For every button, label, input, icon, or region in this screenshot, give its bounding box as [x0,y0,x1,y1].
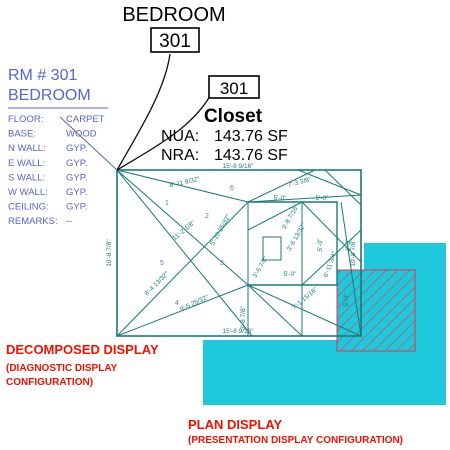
closet-tag-nra-label: NRA: [161,147,199,164]
triangle-number: 6 [230,185,234,192]
decomposed-display [116,169,362,337]
top-tag-number-box [150,27,200,53]
triangle-edge [247,169,316,203]
top-tag-room-name: BEDROOM [122,4,225,26]
triangle-edge [116,201,249,337]
decomposed-display-subtitle-2: CONFIGURATION) [6,377,93,388]
schedule-title-line2: BEDROOM [8,87,91,104]
schedule-row-value: GYP. [66,172,87,183]
dimension-label: 8'-11 9/32" [169,176,201,189]
closet-tag-room-name: Closet [204,106,263,127]
dimension-label: 15'-8 9/16" [222,328,254,335]
closet-inner-outline [262,236,282,261]
closet-tag-nua-label: NUA: [161,128,199,145]
triangle-number: 5 [160,260,164,267]
schedule-title-line1: RM # 301 [8,67,77,84]
closet-tag-nra-value: 143.76 SF [214,147,288,164]
schedule-row-value: -- [66,216,72,227]
closet-box [248,201,338,286]
closet-hatch-area [336,269,416,352]
triangle-edge [247,284,362,337]
triangle-number: 4 [175,300,179,307]
top-tag-leader [116,53,171,171]
top-tag-room-number: 301 [159,31,191,52]
schedule-row-value: WOOD [66,129,97,140]
decomposed-display-subtitle-1: (DIAGNOSTIC DISPLAY [6,363,118,374]
dimension-label: 5'-0" [343,293,350,307]
triangle-edge [116,169,253,337]
schedule-leader [59,116,118,171]
dimension-label: 7'-1 15/16" [291,286,320,312]
dimension-label: 10'-8 7/8" [106,239,113,267]
room-schedule: RM # 301 BEDROOM FLOOR: CARPET BASE: WOOD N … [8,67,108,227]
triangle-edge [301,201,362,263]
dimension-label: 8'-4 13/32" [143,270,170,297]
schedule-row-label: REMARKS: [8,216,58,227]
triangle-edge [247,284,303,337]
dimension-label: 10'-8 7/8" [350,239,357,267]
schedule-row-label: W WALL: [8,187,48,198]
dimension-label: 15'-8 9/16" [222,163,254,170]
dimension-label: 9'-5 25/32" [179,294,211,314]
triangle-number: 3 [220,260,224,267]
dimension-label: 7'-3 3/8" [287,176,312,189]
decomposed-display-title: DECOMPOSED DISPLAY [6,342,159,357]
closet-tag-leader [116,95,211,171]
triangle-edge [301,229,362,286]
decomposed-outline [116,169,362,337]
dimension-label: 11'-2 1/8" [171,219,197,242]
schedule-row-label: FLOOR: [8,114,43,125]
dimension-label: 5'-0" [317,238,324,252]
dimension-label: 3'-8 7/8" [240,305,247,329]
triangle-edge [340,201,362,337]
dimension-label: 5'-0" [284,271,298,278]
dimension-label: 5'-10 25/32" [209,213,233,247]
schedule-row-value: GYP. [66,143,87,154]
closet-tag-number-box [208,75,260,99]
schedule-row-label: N WALL: [8,143,46,154]
schedule-row-value: GYP. [66,202,87,213]
schedule-row-label: S WALL: [8,172,45,183]
triangle-edge [297,169,362,196]
closet-tag-room-number: 301 [220,79,248,98]
triangle-edge [116,169,249,203]
schedule-row-label: E WALL: [8,158,45,169]
schedule-row-value: GYP. [66,187,87,198]
dimension-label: 5'-0" [316,195,330,202]
schedule-row-value: GYP. [66,158,87,169]
triangle-edge [247,194,362,203]
triangle-edge [324,169,362,206]
schedule-row-label: CEILING: [8,202,49,213]
dimension-label: 4'-2" [345,238,352,252]
plan-display-subtitle: (PRESENTATION DISPLAY CONFIGURATION) [188,435,403,446]
schedule-row-label: BASE: [8,129,36,140]
triangle-edge [116,169,249,286]
triangle-edge [116,284,249,337]
triangle-edge [247,201,303,231]
triangle-number: 2 [205,213,209,220]
schedule-row-value: CARPET [66,114,105,125]
plan-display-title: PLAN DISPLAY [188,417,282,432]
triangle-number: 1 [165,200,169,207]
dimension-label: 5'-0" [274,195,288,202]
dimension-label: 3'-6 7/8" [252,255,270,280]
closet-tag-nua-value: 143.76 SF [214,128,288,145]
